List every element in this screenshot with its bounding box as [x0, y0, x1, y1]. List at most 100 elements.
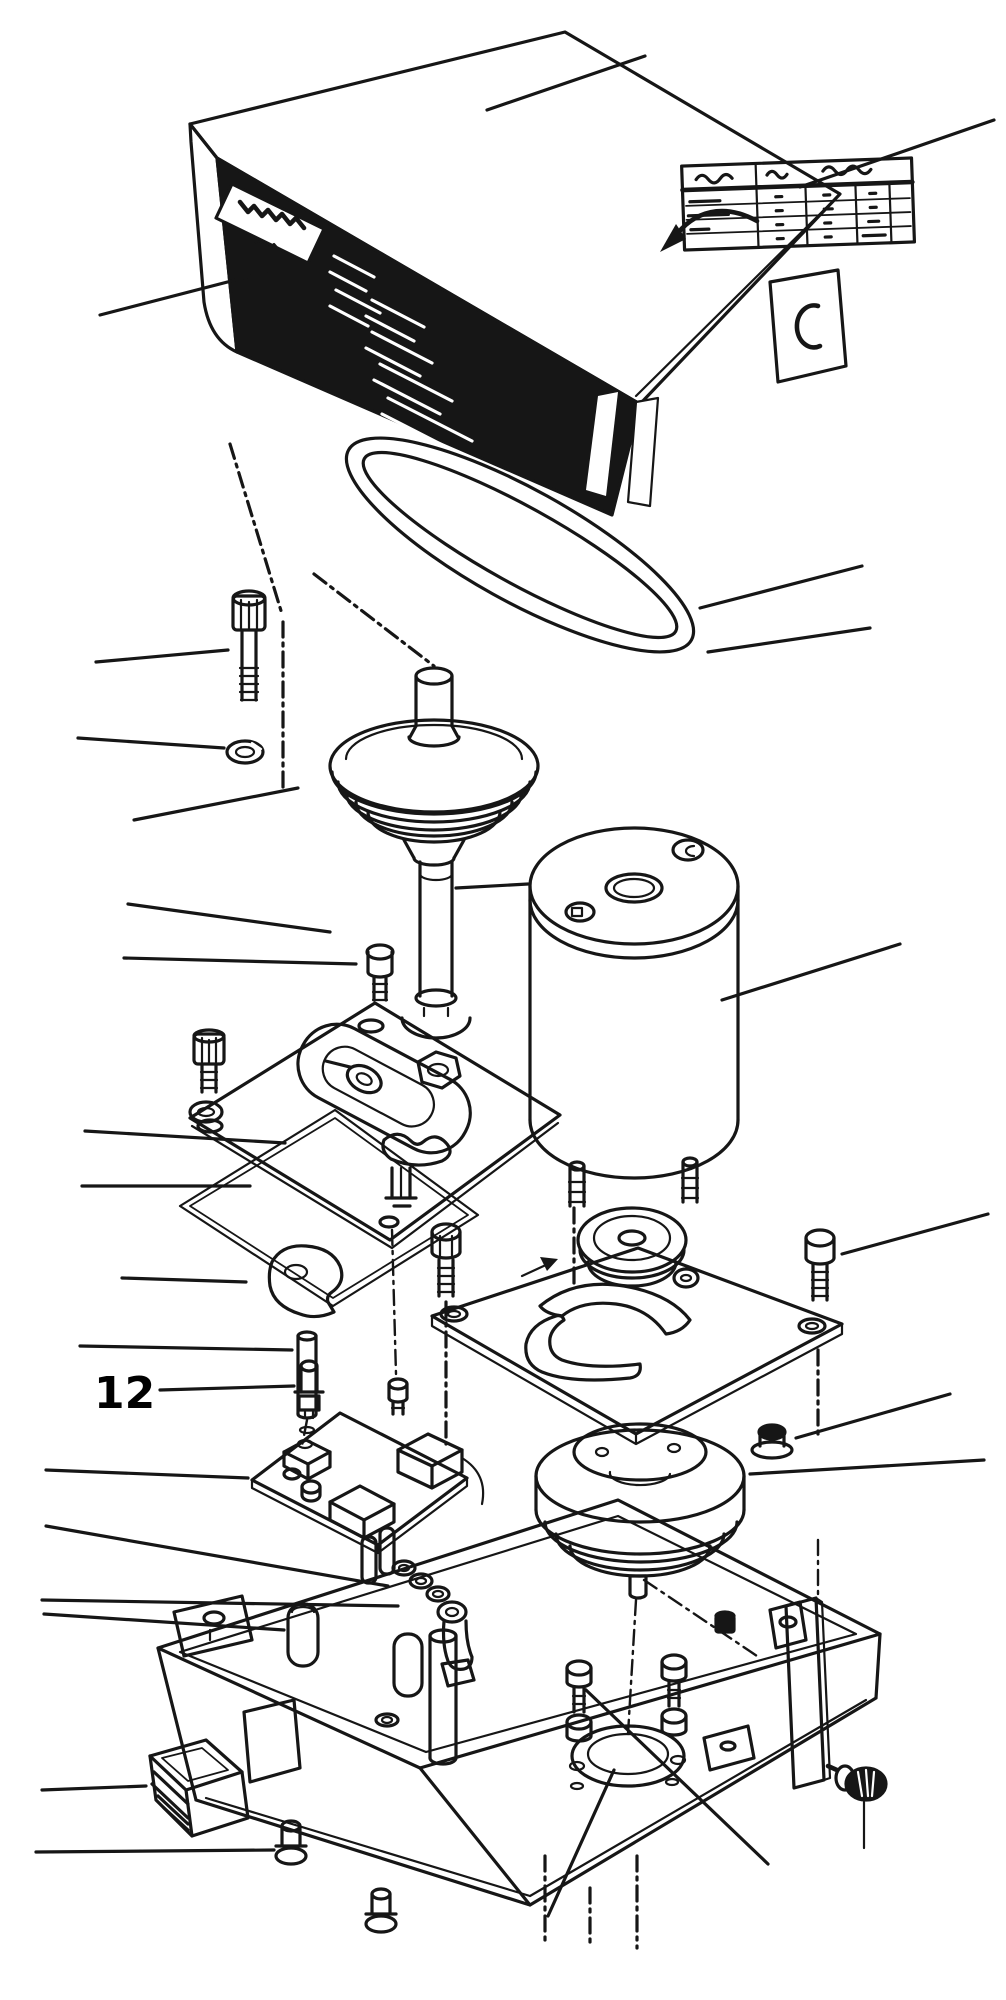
- panel-end-trim-2: [626, 396, 660, 508]
- leader-to-switch: [40, 1784, 148, 1792]
- plate-hole-top: [357, 1018, 385, 1034]
- cap-component-2: [282, 1467, 302, 1481]
- bolt-above-board: [387, 1377, 409, 1416]
- rubber-foot-1: [274, 1819, 308, 1866]
- centerlines-upper: [228, 442, 436, 792]
- leader-to-lock-washer: [76, 736, 226, 750]
- plate-screw-right: [804, 1228, 836, 1302]
- leader-to-standoff-pin: [78, 1344, 294, 1352]
- lock-washer: [225, 739, 265, 765]
- kidney-slot-2: [524, 1313, 642, 1382]
- axis-set-screw: [642, 1578, 762, 1660]
- pump-pulley-hub: [328, 666, 540, 867]
- rubber-foot-2: [364, 1887, 398, 1934]
- inner-standoff-1: [286, 1602, 320, 1668]
- part-12-label: 12: [94, 1368, 155, 1419]
- clamp-bolts: [565, 1653, 688, 1743]
- plate-hole-left2: [439, 1305, 469, 1323]
- keeper-washer: [672, 1267, 700, 1289]
- drive-belt: [344, 436, 696, 654]
- display-cutout: [242, 1698, 302, 1784]
- top-cover: [98, 30, 848, 517]
- axes-below-base: [543, 1854, 639, 1950]
- leader-to-foot: [34, 1848, 276, 1854]
- switch-hatching: [150, 1770, 190, 1832]
- plate-bolt-left: [430, 1222, 462, 1298]
- plate-axes: [444, 1206, 820, 1446]
- motor-shaft-hole: [604, 872, 664, 904]
- inner-standoff-2: [392, 1632, 424, 1698]
- leader-to-standoffs: [42, 1612, 286, 1632]
- part-12-callout: 12: [94, 1359, 325, 1448]
- motor-clamp: [568, 1724, 687, 1791]
- plate-hole-bottom: [378, 1215, 400, 1229]
- brand-label-scribble: [237, 199, 307, 231]
- cam-lever-hex-bolt: [416, 1050, 462, 1090]
- base-bottom-inner-edge: [204, 1698, 868, 1898]
- leader-from-12: [158, 1384, 296, 1392]
- motor-terminal-left: [564, 901, 596, 923]
- clutch-pulley: [534, 1422, 746, 1600]
- pump-shaft: [414, 860, 458, 1018]
- leader-to-data-plate: [798, 118, 996, 189]
- panel-spec-text-lines: [328, 254, 474, 470]
- leader-to-belt-1: [698, 564, 864, 610]
- kidney-slot-1: [538, 1282, 692, 1336]
- leader-to-belt-2: [706, 626, 872, 654]
- leader-to-clamp-1: [546, 1768, 616, 1918]
- base-rim-outer: [156, 1498, 882, 1770]
- cover-top-step-line: [634, 202, 832, 398]
- set-screw: [714, 1610, 736, 1634]
- base-rim-inner: [178, 1514, 858, 1754]
- long-cap-screw: [231, 589, 267, 702]
- leader-to-shaft: [454, 882, 530, 890]
- mounting-plate: [430, 1246, 844, 1446]
- leader-to-top-plate: [83, 1129, 287, 1145]
- leader-to-long-screw: [94, 648, 230, 664]
- leader-to-cam-disc: [120, 1276, 248, 1284]
- leader-to-terminal: [40, 1598, 400, 1608]
- l-bracket: [702, 1596, 832, 1790]
- gasket: [178, 1108, 480, 1308]
- c-cutout: [794, 303, 823, 350]
- leader-to-hub: [132, 786, 300, 822]
- direction-arrow-icon: [660, 208, 760, 252]
- leader-to-board: [44, 1468, 250, 1480]
- leader-to-right-screw: [840, 1212, 990, 1256]
- circuit-board: [250, 1411, 485, 1585]
- power-switch: [148, 1738, 250, 1838]
- leader-to-clutch: [748, 1458, 986, 1476]
- terminal-lug: [436, 1600, 476, 1688]
- part-12-stud: [293, 1359, 325, 1420]
- tall-post: [428, 1628, 458, 1766]
- small-component: [282, 1438, 332, 1481]
- spec-data-plate: [680, 156, 917, 252]
- washer-stack: [391, 1559, 451, 1603]
- base-walls: [156, 1632, 882, 1907]
- cover-front-panel: [215, 156, 642, 517]
- plate-arrow-marker: [520, 1257, 558, 1278]
- base-enclosure: [156, 1498, 882, 1907]
- motor: [528, 826, 740, 1208]
- clutch-stud: [628, 1574, 648, 1600]
- floor-hole: [374, 1712, 400, 1728]
- cap-component-1: [300, 1479, 322, 1495]
- grommet-bushing: [750, 1423, 794, 1460]
- leader-to-cover: [485, 54, 647, 112]
- leader-to-hex-bolt: [122, 956, 358, 966]
- relay-component: [396, 1432, 464, 1490]
- capacitor-component: [328, 1484, 396, 1540]
- leader-to-grommet: [794, 1392, 952, 1440]
- axis-plate-to-board: [390, 1228, 398, 1376]
- motor-stud-left: [567, 1160, 587, 1208]
- cam-disc: [267, 1244, 344, 1319]
- data-plate-cell-marks: [774, 191, 887, 241]
- panel-end-trim-1: [586, 392, 618, 496]
- axis-clutch-to-base: [626, 1598, 638, 1736]
- motor-stud-right: [680, 1156, 700, 1204]
- leader-to-sticker: [98, 270, 268, 317]
- cover-end-bracket: [768, 268, 848, 384]
- thumbscrew: [825, 1763, 888, 1850]
